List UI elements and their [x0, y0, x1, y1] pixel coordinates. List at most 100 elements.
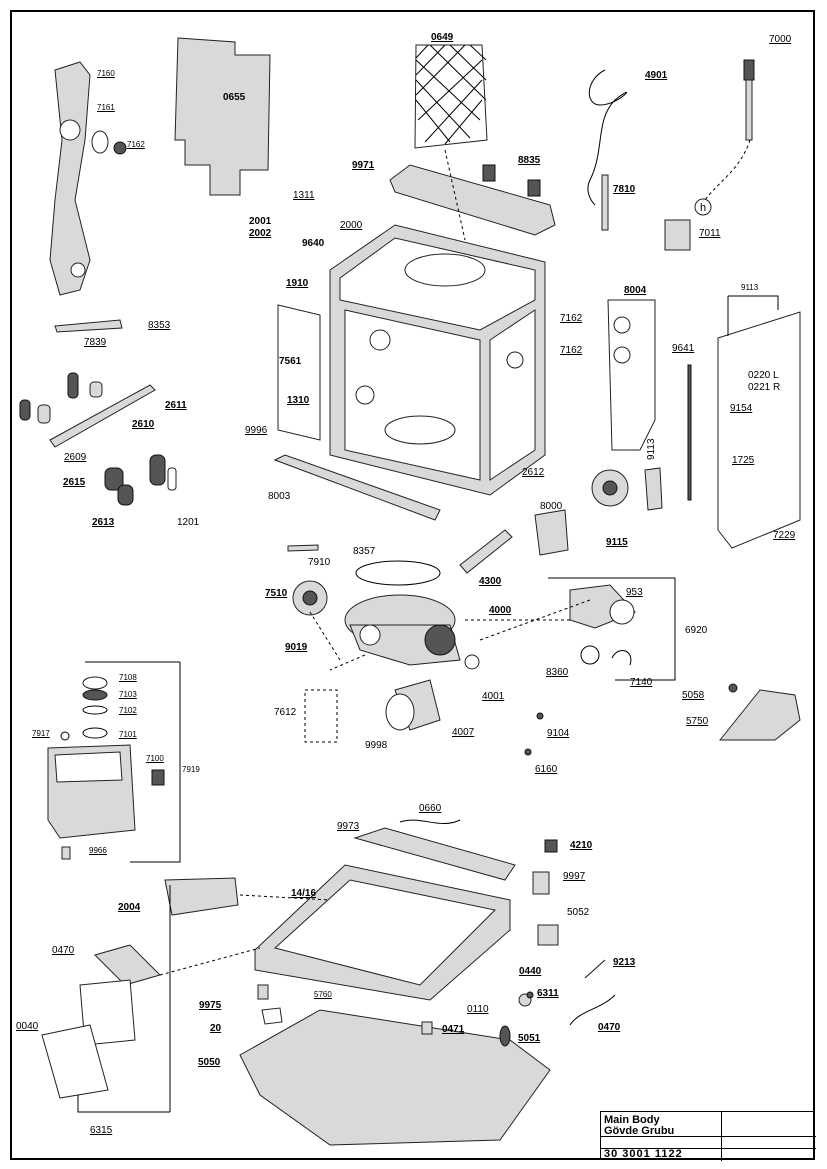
callout-label: 1201	[177, 517, 200, 528]
cable-0471-part	[569, 994, 616, 1026]
callout-label: 0470	[598, 1022, 621, 1033]
callout-label: 953	[626, 587, 643, 598]
callout-label: 7229	[773, 530, 796, 541]
callout-label: 2000	[340, 220, 363, 231]
side-wall-part	[717, 311, 801, 549]
panel-9997-part	[164, 877, 239, 916]
callout-label: 6311	[537, 988, 559, 999]
callout-label: 7612	[274, 707, 297, 718]
door-arm-part	[49, 61, 91, 296]
callout-label: 5050	[198, 1057, 221, 1068]
filter-mesh-part	[414, 44, 488, 149]
heater-part	[591, 469, 629, 507]
hinge-2615-part	[117, 484, 134, 506]
clip-5760-part	[257, 984, 269, 1000]
valve-part	[664, 219, 691, 251]
callout-label: 7917	[32, 729, 50, 738]
title-english: Main Body	[604, 1114, 660, 1126]
callout-label: 8360	[546, 667, 569, 678]
side-panel-part	[607, 299, 656, 451]
callout-label: 9154	[730, 403, 753, 414]
hinge-piece-part-4	[89, 381, 103, 398]
cover-0660-part	[353, 827, 516, 881]
pipe-part	[459, 529, 513, 574]
callout-label: 9997	[563, 871, 586, 882]
cover-strip-part	[54, 319, 123, 333]
washer-0470b-part	[499, 1025, 511, 1047]
callout-label: 0649	[431, 32, 454, 43]
callout-label: 9640	[302, 238, 325, 249]
callout-label: 7910	[308, 557, 331, 568]
callout-label: 7140	[630, 677, 653, 688]
motor-part	[569, 584, 636, 629]
sensor-probe-part	[704, 59, 755, 201]
strap-part	[287, 544, 319, 552]
callout-label: 2615	[63, 477, 86, 488]
callout-label: 7510	[265, 588, 288, 599]
callout-label: 0660	[419, 803, 442, 814]
disc-7108-part	[82, 689, 108, 701]
title-block-rule	[601, 1136, 816, 1137]
callout-label: 7011	[699, 228, 721, 239]
screw-7919-part	[536, 712, 544, 720]
base-plate-part	[239, 1009, 551, 1146]
callout-label: 8835	[518, 155, 541, 166]
hose-part	[587, 69, 628, 206]
title-block-rule-2	[601, 1148, 816, 1149]
bracket-8003-part	[644, 467, 663, 511]
dispenser-part	[534, 509, 569, 556]
callout-label: 7100	[146, 754, 164, 763]
callout-label: 2612	[522, 467, 545, 478]
callout-label: 7000	[769, 34, 792, 45]
callout-label: 4901	[645, 70, 668, 81]
callout-label: 7161	[97, 103, 115, 112]
callout-label: 9998	[365, 740, 388, 751]
callout-label: 8353	[148, 320, 171, 331]
callout-label: 7103	[119, 690, 137, 699]
sensor-6160-part	[61, 846, 71, 860]
main-tub-part	[329, 224, 546, 496]
callout-label: 9113	[741, 283, 759, 292]
callout-label: 9104	[547, 728, 570, 739]
callout-label: 4210	[570, 840, 593, 851]
clip-9966-part	[399, 819, 461, 824]
callout-label: 0221 R	[748, 382, 781, 393]
callout-label: 0040	[16, 1021, 39, 1032]
feet-4001-part	[728, 683, 738, 693]
callout-label: 5051	[518, 1033, 541, 1044]
callout-label: 4300	[479, 576, 502, 587]
rod-part	[687, 364, 692, 501]
callout-label: 7162	[560, 345, 583, 356]
callout-label: 4000	[489, 605, 512, 616]
callout-label: 9973	[337, 821, 360, 832]
coil-4210-part	[532, 871, 550, 895]
frame-5051-part	[41, 1024, 109, 1099]
base-frame-part	[254, 864, 511, 1001]
callout-label: 7102	[119, 706, 137, 715]
control-box-5052-part	[94, 944, 161, 986]
document-number: 30 3001 1122	[604, 1148, 683, 1160]
nut-9213-part	[526, 991, 534, 999]
ring-7101-part	[60, 731, 70, 741]
side-plate-part	[277, 304, 321, 441]
callout-label: 1311	[293, 190, 315, 201]
cap-7140-part	[82, 676, 108, 690]
callout-label: 2004	[118, 902, 141, 913]
callout-label: 9113	[646, 438, 657, 460]
callout-label: 2613	[92, 517, 115, 528]
callout-label: 5750	[686, 716, 709, 727]
filter-7917-part	[464, 654, 480, 670]
callout-label: 8357	[353, 546, 376, 557]
callout-label: 5052	[567, 907, 590, 918]
hinge-piece-part-2	[19, 399, 31, 421]
callout-label: 1910	[286, 278, 309, 289]
h-circle-icon	[694, 198, 712, 216]
callout-label: 9975	[199, 1000, 222, 1011]
insulation-panel-part	[174, 37, 271, 196]
callout-label: 2002	[249, 228, 272, 239]
callout-label: 7162	[127, 140, 145, 149]
h-marker-letter: h	[700, 202, 706, 214]
callout-label: 20	[210, 1023, 222, 1034]
callout-label: 5058	[682, 690, 705, 701]
